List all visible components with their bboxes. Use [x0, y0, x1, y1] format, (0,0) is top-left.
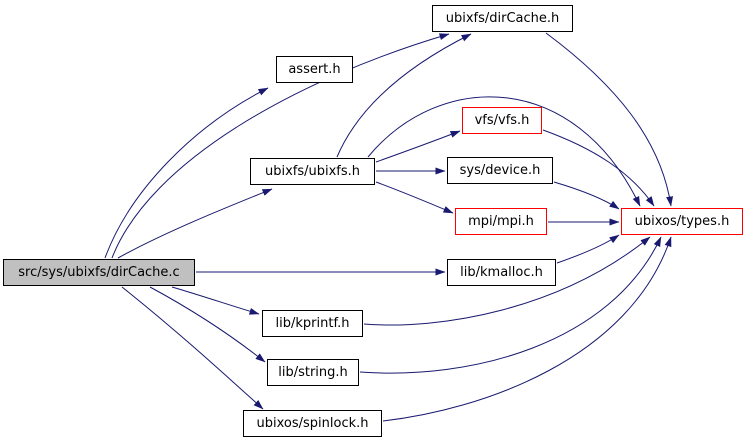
edge-dircache_c-to-string_h: [149, 286, 266, 363]
edge-device_h-to-types_h: [553, 181, 620, 210]
edge-ubixfs_h-to-vfs_h: [375, 130, 461, 163]
edge-dircache_h-to-types_h: [545, 32, 674, 207]
edge-dircache_c-to-ubixfs_h: [117, 188, 273, 259]
edge-ubixfs_h-to-mpi_h: [375, 181, 454, 214]
node-string-h[interactable]: lib/string.h: [267, 359, 359, 386]
edge-string_h-to-types_h: [359, 236, 662, 374]
node-types-h[interactable]: ubixos/types.h: [621, 208, 743, 235]
edge-dircache_c-to-assert_h: [104, 87, 269, 259]
node-mpi-h[interactable]: mpi/mpi.h: [455, 208, 547, 235]
edge-dircache_c-to-dircache_h: [111, 33, 450, 259]
edge-ubixfs_h-to-types_h: [367, 96, 641, 207]
node-vfs-h[interactable]: vfs/vfs.h: [462, 107, 542, 134]
edge-dircache_c-to-spinlock_h: [121, 286, 264, 410]
node-dircache-h[interactable]: ubixfs/dirCache.h: [432, 5, 573, 32]
node-assert-h[interactable]: assert.h: [276, 56, 353, 83]
node-ubixfs-h[interactable]: ubixfs/ubixfs.h: [250, 158, 375, 185]
node-dircache-c[interactable]: src/sys/ubixfs/dirCache.c: [3, 259, 195, 286]
node-kmalloc-h[interactable]: lib/kmalloc.h: [447, 259, 556, 286]
edge-dircache_c-to-kprintf_h: [171, 286, 260, 315]
edge-spinlock_h-to-types_h: [382, 236, 672, 422]
edge-vfs_h-to-types_h: [542, 129, 655, 207]
edge-kprintf_h-to-types_h: [363, 236, 651, 326]
edge-ubixfs_h-to-dircache_h: [336, 33, 472, 158]
edge-kmalloc_h-to-types_h: [556, 234, 620, 264]
node-kprintf-h[interactable]: lib/kprintf.h: [262, 310, 363, 337]
node-device-h[interactable]: sys/device.h: [447, 157, 553, 184]
node-spinlock-h[interactable]: ubixos/spinlock.h: [243, 410, 382, 437]
